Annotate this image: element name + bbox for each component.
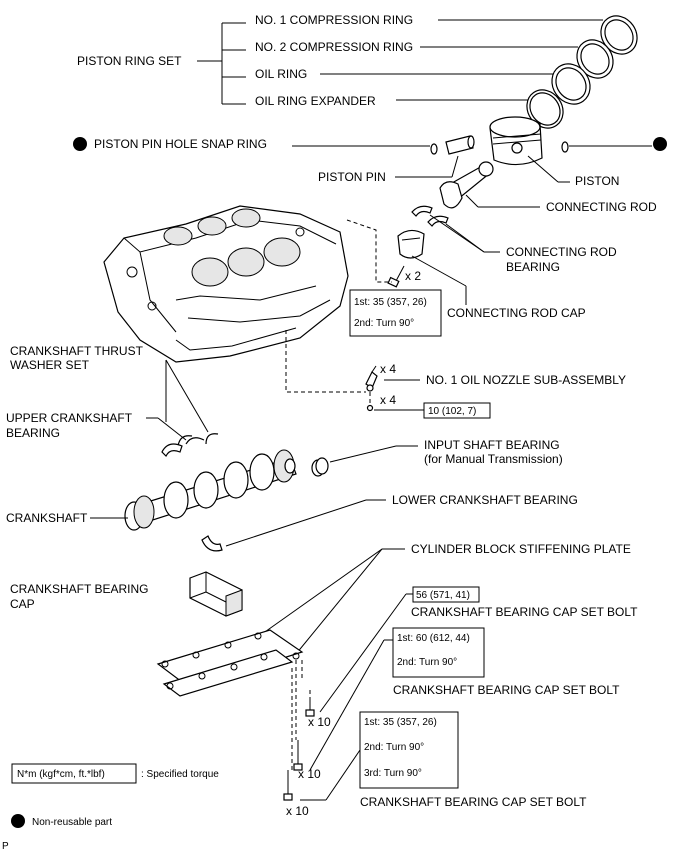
snap-ring-left: [430, 143, 438, 155]
piston-label: PISTON: [575, 174, 619, 188]
cap-set-bolt-c: [283, 770, 293, 801]
conrod-torque-2nd: 2nd: Turn 90°: [354, 318, 414, 329]
cap-bolt-qty-c: x 10: [286, 804, 309, 818]
input-shaft-bearing: [311, 457, 329, 477]
upper-crankshaft-bearing-label-1: UPPER CRANKSHAFT: [6, 411, 133, 425]
oil-nozzle-qty-a: x 4: [380, 362, 396, 376]
cap-bolt-torque-b-2nd: 2nd: Turn 90°: [397, 657, 457, 668]
snap-ring-right: [561, 141, 569, 153]
input-shaft-bearing-label: INPUT SHAFT BEARING: [424, 438, 560, 452]
lower-crankshaft-bearing-label: LOWER CRANKSHAFT BEARING: [392, 493, 578, 507]
cap-set-bolt-b: [293, 740, 303, 771]
torque-desc-legend: : Specified torque: [141, 769, 219, 780]
piston-ring-set-bracket: [197, 22, 246, 105]
cap-set-bolt-a: [305, 700, 315, 717]
crankshaft-bearing-cap-label-1: CRANKSHAFT BEARING: [10, 582, 148, 596]
upper-crankshaft-bearing-label-2: BEARING: [6, 426, 60, 440]
oil-nozzle: [365, 365, 378, 392]
oil-nozzle-bolt: [366, 404, 374, 412]
stiffening-plate: [156, 629, 304, 697]
conrod-bearing-upper: [411, 205, 433, 217]
cap-set-bolt-label-b: CRANKSHAFT BEARING CAP SET BOLT: [393, 683, 620, 697]
cap-bolt-torque-box-c: [359, 711, 459, 789]
corner-mark: P: [2, 841, 9, 852]
thrust-washer-label-2: WASHER SET: [10, 358, 90, 372]
piston-pin-label: PISTON PIN: [318, 170, 386, 184]
oil-nozzle-qty-b: x 4: [380, 393, 396, 407]
upper-crankshaft-bearing: [161, 443, 183, 458]
no1-compression-ring: [600, 15, 638, 55]
conrod-torque-1st: 1st: 35 (357, 26): [354, 297, 427, 308]
cap-bolt-torque-b-1st: 1st: 60 (612, 44): [397, 633, 470, 644]
connecting-rod-cap: [397, 229, 425, 259]
cap-bolt-torque-c-3rd: 3rd: Turn 90°: [364, 768, 422, 779]
lower-crankshaft-bearing: [201, 535, 223, 552]
thrust-washer-label-1: CRANKSHAFT THRUST: [10, 344, 144, 358]
connecting-rod-bearing-label-1: CONNECTING ROD: [506, 245, 617, 259]
conrod-bearing-lower: [427, 215, 449, 227]
cap-bolt-torque-c-2nd: 2nd: Turn 90°: [364, 742, 424, 753]
crankshaft-label: CRANKSHAFT: [6, 511, 88, 525]
torque-legend-box: [11, 763, 137, 784]
cap-set-bolt-label-c: CRANKSHAFT BEARING CAP SET BOLT: [360, 795, 587, 809]
oil-ring: [551, 63, 591, 105]
no2-compression-ring: [576, 39, 614, 79]
connecting-rod-label: CONNECTING ROD: [546, 200, 657, 214]
piston-pin-hole-snap-ring-label: PISTON PIN HOLE SNAP RING: [94, 137, 267, 151]
torque-unit-legend: N*m (kgf*cm, ft.*lbf): [17, 769, 105, 780]
input-shaft-bearing-note: (for Manual Transmission): [424, 452, 563, 466]
crankshaft-bearing-cap: [189, 571, 243, 617]
cap-bolt-torque-c-1st: 1st: 35 (357, 26): [364, 717, 437, 728]
non-reusable-marker-right: [653, 137, 667, 151]
crankshaft-bearing-cap-label-2: CAP: [10, 597, 35, 611]
connecting-rod-bearing-label-2: BEARING: [506, 260, 560, 274]
cap-bolt-torque-a: 56 (571, 41): [416, 590, 470, 601]
cap-bolt-torque-box-b: [392, 627, 485, 678]
no2-compression-ring-label: NO. 2 COMPRESSION RING: [255, 40, 413, 54]
non-reusable-legend-text: Non-reusable part: [32, 817, 112, 828]
piston: [489, 116, 543, 166]
piston-ring-set-label: PISTON RING SET: [77, 54, 182, 68]
crankshaft: [124, 449, 297, 531]
oil-ring-expander: [526, 89, 564, 129]
piston-pin: [445, 135, 475, 155]
conrod-cap-bolt: [387, 265, 405, 288]
cap-bolt-qty-a: x 10: [308, 715, 331, 729]
conrod-torque-box: [349, 289, 442, 337]
oil-ring-label: OIL RING: [255, 67, 307, 81]
thrust-washer-c: [185, 437, 205, 445]
cap-bolt-qty-b: x 10: [298, 767, 321, 781]
oil-ring-expander-label: OIL RING EXPANDER: [255, 94, 376, 108]
non-reusable-marker-left: [73, 137, 87, 151]
thrust-washer-b: [205, 433, 219, 445]
stiffening-plate-label: CYLINDER BLOCK STIFFENING PLATE: [411, 542, 631, 556]
cylinder-block: [103, 205, 349, 363]
cap-set-bolt-label-a: CRANKSHAFT BEARING CAP SET BOLT: [411, 605, 638, 619]
connecting-rod: [439, 161, 494, 209]
conrod-cap-bolt-qty: x 2: [405, 269, 421, 283]
oil-nozzle-torque-box: [423, 402, 491, 419]
no1-oil-nozzle-label: NO. 1 OIL NOZZLE SUB-ASSEMBLY: [426, 373, 626, 387]
connecting-rod-cap-label: CONNECTING ROD CAP: [447, 306, 586, 320]
no1-compression-ring-label: NO. 1 COMPRESSION RING: [255, 13, 413, 27]
oil-nozzle-torque: 10 (102, 7): [428, 406, 476, 417]
non-reusable-legend-marker: [11, 814, 25, 828]
